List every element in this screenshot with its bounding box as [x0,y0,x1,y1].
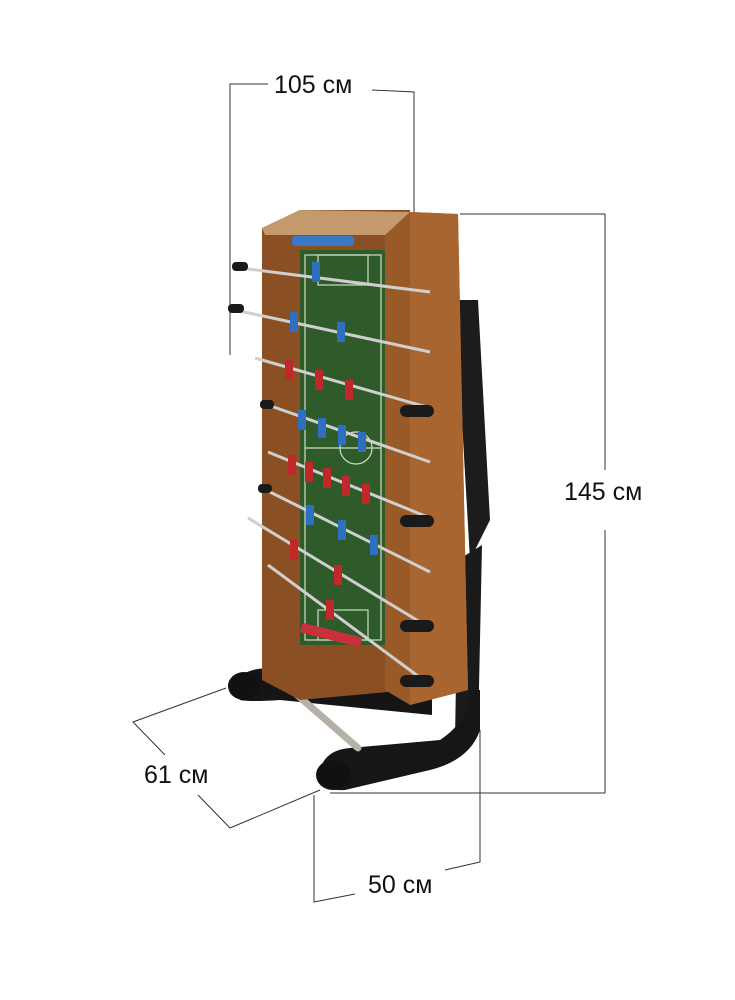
rods [234,266,431,687]
footprint-dimension-label: 50 см [364,873,437,898]
score-counter-top [292,236,354,246]
dimension-lines [132,83,606,903]
depth-dimension-label: 61 см [140,763,213,788]
width-dimension-label: 105 см [270,73,357,98]
rod-handles[interactable] [228,262,434,687]
rear-leg [455,300,490,560]
players-blue [290,262,378,555]
front-foot [320,690,480,791]
height-dimension-label: 145 см [560,480,647,505]
players-red [285,360,370,620]
score-counter-bottom [300,623,362,647]
